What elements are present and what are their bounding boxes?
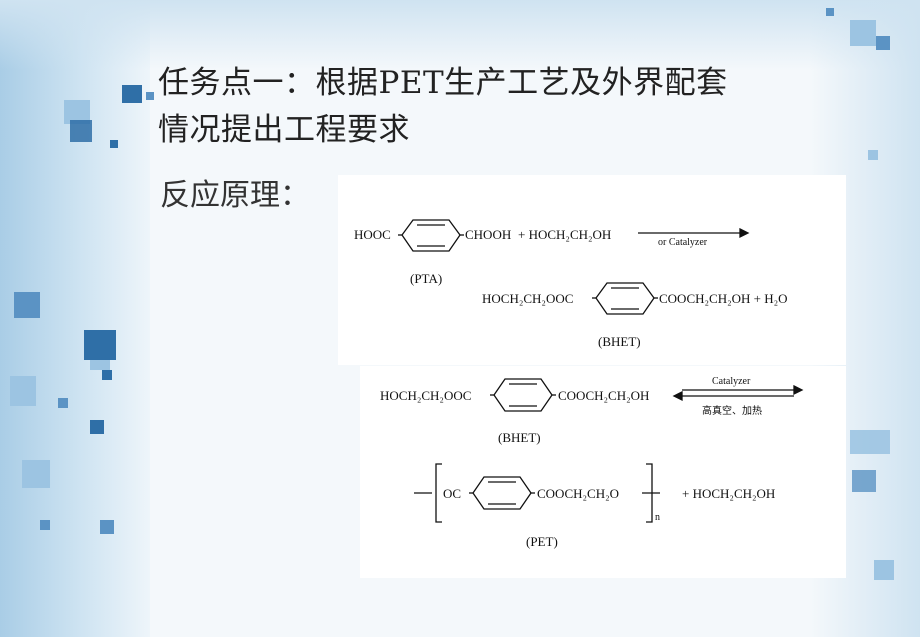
slide-title-line2: 情况提出工程要求 [158, 112, 410, 148]
reaction-2-panel: HOCH₂CH₂OOC COOCH₂CH₂OH Catalyzer 高真空、加热… [360, 366, 846, 578]
equilibrium-arrow-icon [672, 384, 804, 402]
polymer-bracket-icon [414, 463, 660, 523]
arrow-catalyst-label: or Catalyzer [658, 237, 708, 248]
bhet-right-group: COOCH₂CH₂OH + H₂O [659, 291, 788, 306]
background-top-gradient [0, 0, 920, 70]
reaction-1-structures [398, 219, 750, 315]
pet-compound-name: (PET) [526, 534, 558, 549]
section-heading: 反应原理： [160, 178, 310, 213]
pta-right-group: CHOOH [465, 227, 512, 242]
bhet-compound-name: (BHET) [598, 334, 641, 349]
ethylene-glycol-byproduct: + HOCH₂CH₂OH [682, 486, 776, 501]
pta-compound-name: (PTA) [410, 271, 443, 286]
benzene-ring-icon [592, 282, 658, 315]
benzene-ring-icon [490, 378, 556, 412]
pet-left-group: OC [443, 486, 462, 501]
bhet-right-group: COOCH₂CH₂OH [558, 388, 650, 403]
pet-repeat-subscript: n [655, 512, 660, 523]
benzene-ring-icon [398, 219, 464, 252]
pta-left-group: HOOC [354, 227, 391, 242]
catalyst-label: Catalyzer [712, 376, 751, 387]
slide-title-line1: 任务点一：根据PET生产工艺及外界配套 [158, 65, 728, 101]
bhet-compound-name: (BHET) [498, 430, 541, 445]
bhet-left-group: HOCH₂CH₂OOC [380, 388, 472, 403]
ethylene-glycol-reagent: + HOCH₂CH₂OH [518, 227, 612, 242]
bhet-left-group: HOCH₂CH₂OOC [482, 291, 574, 306]
benzene-ring-icon [469, 476, 535, 510]
reaction-1-panel: HOOC CHOOH + HOCH₂CH₂OH or Catalyzer (PT… [338, 175, 846, 365]
slide-title: 任务点一：根据PET生产工艺及外界配套 情况提出工程要求 [158, 60, 848, 154]
pet-right-group: COOCH₂CH₂O [537, 486, 620, 501]
reaction-2-structures [414, 378, 804, 523]
reaction-arrow-icon [638, 227, 750, 239]
condition-label: 高真空、加热 [702, 406, 762, 417]
